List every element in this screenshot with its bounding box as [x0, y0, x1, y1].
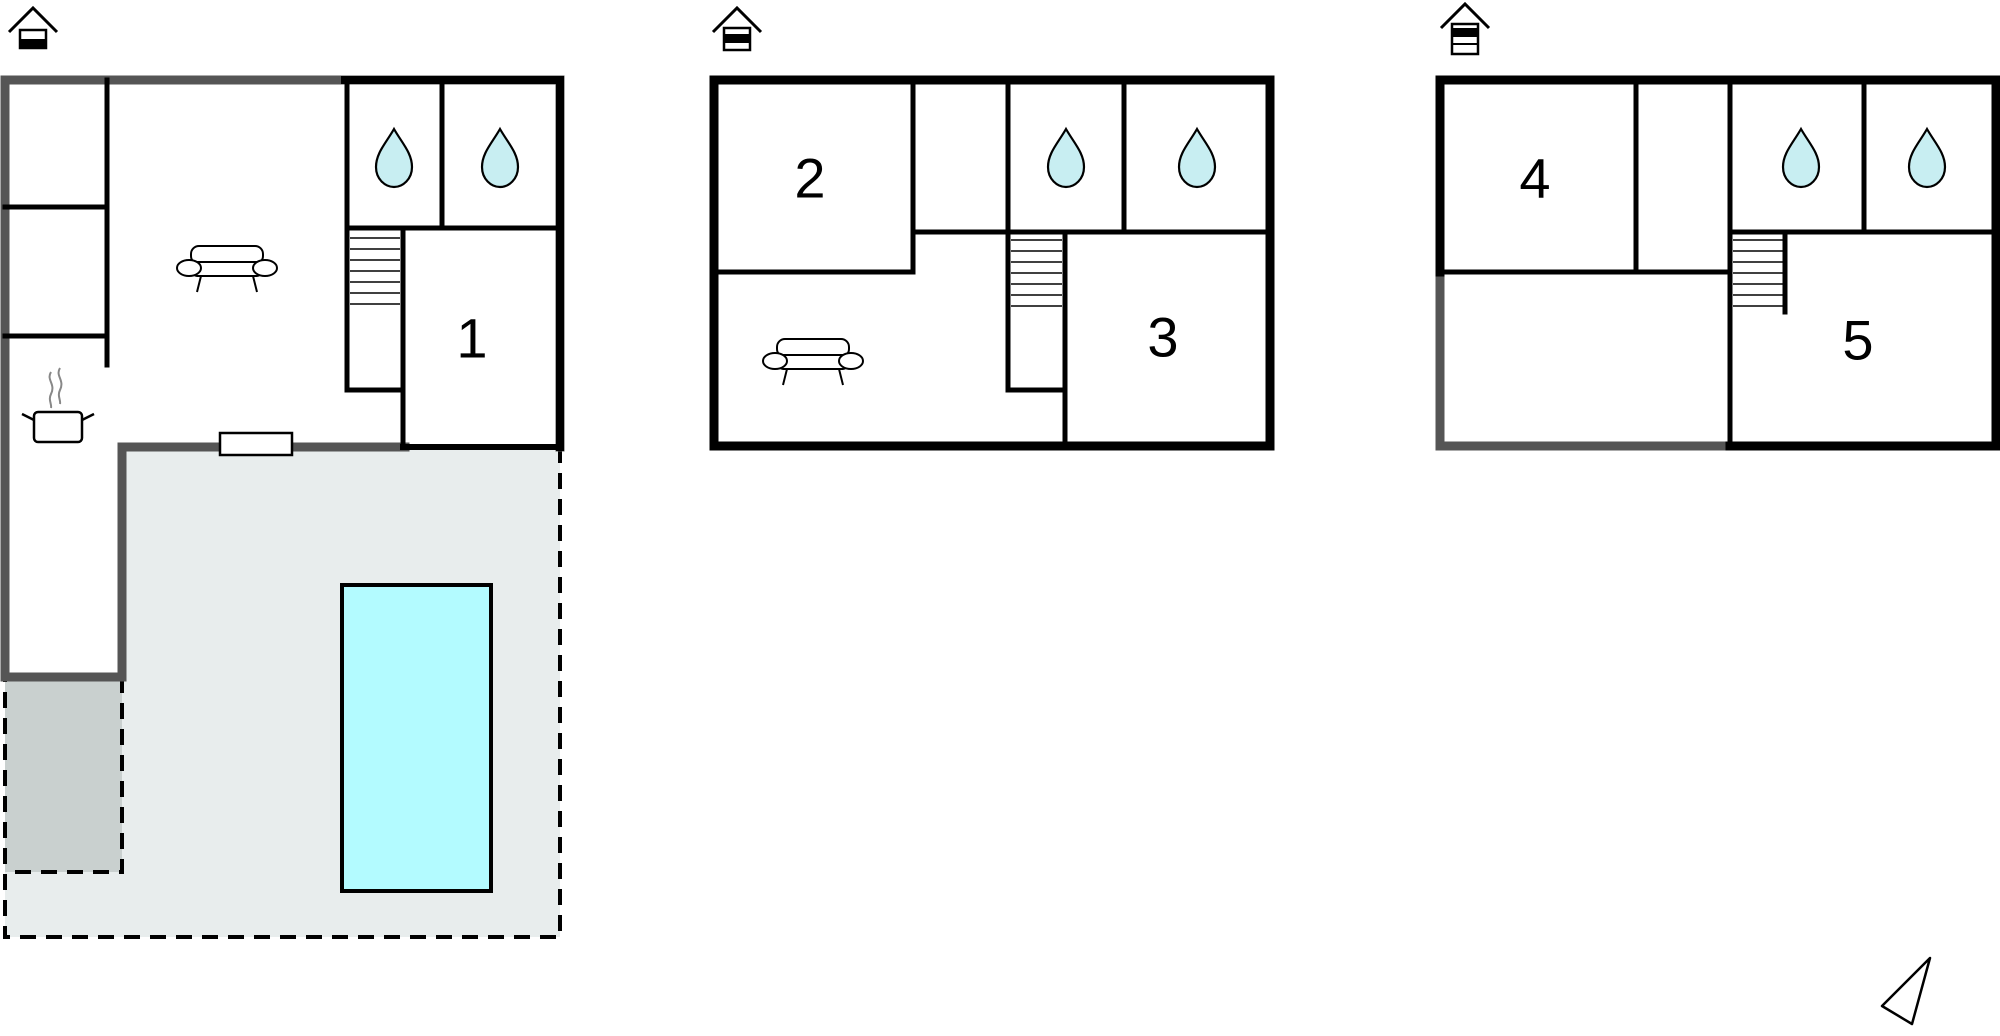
water-drop-icon — [1046, 127, 1086, 189]
room-number-2: 2 — [794, 147, 825, 210]
house-level-ground-icon — [7, 5, 59, 50]
room-number-1: 1 — [456, 307, 487, 370]
stairs-icon — [1011, 239, 1062, 307]
water-drop-icon — [480, 127, 520, 189]
stairs-icon — [1733, 239, 1783, 307]
cooking-pot-icon — [21, 367, 95, 444]
swimming-pool — [340, 583, 493, 893]
covered-area — [5, 677, 122, 872]
water-drop-icon — [1177, 127, 1217, 189]
house-level-first-icon — [711, 5, 763, 52]
second-outer-wall — [1435, 75, 2000, 451]
first-outer-wall — [709, 75, 1275, 451]
room-number-4: 4 — [1519, 147, 1550, 210]
second-inner-walls — [1437, 77, 1999, 449]
stair-walls — [344, 225, 406, 450]
room-number-5: 5 — [1842, 309, 1873, 372]
first-floor: 2 3 — [709, 5, 1275, 451]
window — [218, 431, 294, 457]
stairs-icon — [350, 237, 400, 305]
second-floor: 4 5 — [1435, 1, 2000, 451]
water-drop-icon — [374, 127, 414, 189]
house-level-second-icon — [1439, 1, 1491, 56]
water-drop-icon — [1781, 127, 1821, 189]
room-number-3: 3 — [1147, 306, 1178, 369]
north-arrow-icon — [1880, 956, 1932, 1026]
water-drop-icon — [1907, 127, 1947, 189]
ground-floor: 1 — [0, 5, 565, 939]
terrace-border — [3, 447, 562, 939]
sofa-icon — [176, 245, 278, 293]
covered-area-border — [5, 677, 124, 874]
first-inner-walls — [711, 77, 1273, 449]
sofa-icon — [762, 338, 864, 386]
storage-wall — [2, 77, 110, 368]
second-outer-wall-grey — [1435, 267, 1735, 451]
